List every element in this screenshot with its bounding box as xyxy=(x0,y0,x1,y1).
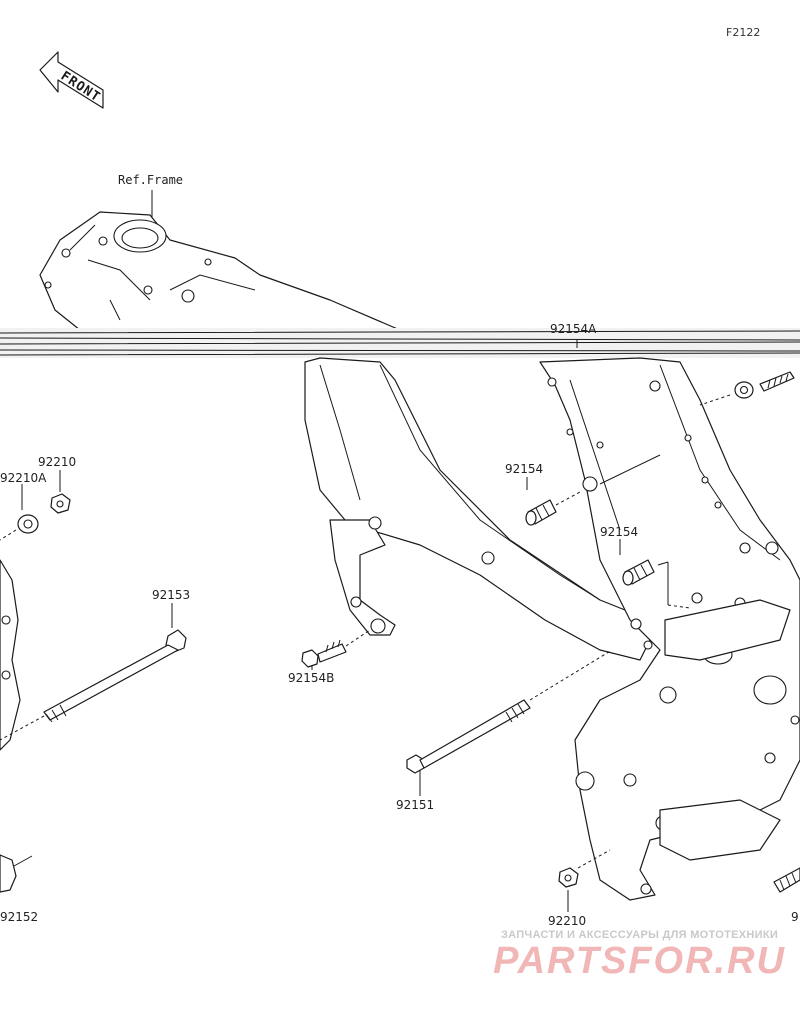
part-label-92152[interactable]: 92152 xyxy=(0,910,39,924)
part-label-92153[interactable]: 92153 xyxy=(152,588,191,602)
main-frame-right-spar xyxy=(539,357,800,901)
diagram-id: F2122 xyxy=(726,26,761,39)
steering-head-frame xyxy=(39,211,401,346)
nut-92210-bottom-icon xyxy=(558,849,611,912)
left-frame-partial xyxy=(0,559,33,893)
part-label-right-edge[interactable]: 9 xyxy=(791,910,799,924)
spacer-92154-upper-icon xyxy=(525,454,661,526)
collar-92210A-icon xyxy=(0,484,39,541)
part-label-92210A[interactable]: 92210A xyxy=(0,471,47,485)
part-label-92210-bottom[interactable]: 92210 xyxy=(548,914,587,928)
front-arrow-icon: FRONT xyxy=(39,51,104,109)
part-label-92154A[interactable]: 92154A xyxy=(550,322,597,336)
bolt-92154A-icon xyxy=(576,340,795,406)
part-label-92154B[interactable]: 92154B xyxy=(288,671,335,685)
bolt-92154B-icon xyxy=(301,629,371,670)
watermark: ЗАПЧАСТИ И АКСЕССУАРЫ ДЛЯ МОТОТЕХНИКИ PA… xyxy=(493,929,786,981)
part-label-92154-upper[interactable]: 92154 xyxy=(505,462,544,476)
bolt-right-edge-icon xyxy=(773,867,800,893)
ref-frame-label: Ref.Frame xyxy=(118,173,184,187)
bolt-92153-icon xyxy=(0,603,187,741)
bolt-92151-icon xyxy=(406,649,613,796)
main-frame-left-spar xyxy=(304,357,651,661)
spacer-92154-lower-icon xyxy=(619,539,691,609)
part-label-92210-top[interactable]: 92210 xyxy=(38,455,77,469)
diagram-break-band xyxy=(0,328,800,358)
nut-92210-top-icon xyxy=(50,470,71,514)
watermark-tagline: ЗАПЧАСТИ И АКСЕССУАРЫ ДЛЯ МОТОТЕХНИКИ xyxy=(500,929,779,941)
watermark-logo: PARTSFOR.RU xyxy=(493,940,786,982)
part-label-92151[interactable]: 92151 xyxy=(396,798,435,812)
part-label-92154-lower[interactable]: 92154 xyxy=(600,525,639,539)
